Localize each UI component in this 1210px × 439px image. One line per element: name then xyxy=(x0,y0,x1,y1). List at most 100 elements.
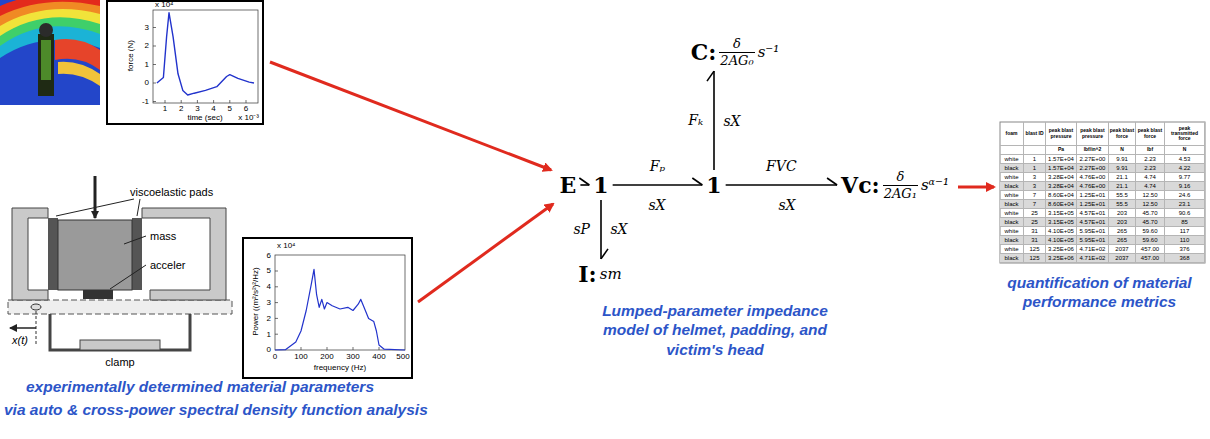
table-cell: peak transmitted force xyxy=(1165,122,1205,146)
table-cell: 45.70 xyxy=(1136,218,1165,227)
table-cell: 9.91 xyxy=(1109,164,1136,173)
inertia-element: I:sm xyxy=(576,260,623,288)
table-cell: 4.10E+05 xyxy=(1046,236,1077,245)
element-symbol: 1 xyxy=(706,173,721,197)
table-cell: 55.5 xyxy=(1109,191,1136,200)
table-cell: white xyxy=(1000,209,1024,218)
table-cell: 3 xyxy=(1024,173,1046,182)
bond-label: Fₖ xyxy=(687,113,704,128)
table-cell: N xyxy=(1165,146,1205,155)
table-cell: 31 xyxy=(1024,236,1046,245)
element-parameter: sᵅ⁻¹ xyxy=(921,177,949,194)
denominator: 2AG₀ xyxy=(719,52,754,69)
annotation: acceler xyxy=(150,259,185,272)
table-frame xyxy=(1000,122,1205,263)
table-cell: Pa xyxy=(1046,146,1077,155)
table-cell: 2037 xyxy=(1109,245,1136,254)
numerator: δ xyxy=(733,36,741,52)
table-cell: 12.50 xyxy=(1136,200,1165,209)
table-cell: 457.00 xyxy=(1136,254,1165,263)
table-cell: 2.23 xyxy=(1136,164,1165,173)
annotation: 1 xyxy=(163,104,167,113)
table-cell: 125 xyxy=(1024,254,1046,263)
table-cell: 4.53 xyxy=(1165,155,1205,164)
annotation: x 10⁴ xyxy=(277,241,296,250)
table-cell: peak blast pressure xyxy=(1046,122,1077,146)
annotation: 2 xyxy=(267,314,271,323)
fraction: δ2AG₀ xyxy=(719,36,754,68)
caption: experimentally determined material param… xyxy=(26,377,374,396)
table-cell: 2.27E+00 xyxy=(1077,155,1109,164)
table-cell: black xyxy=(1000,164,1024,173)
annotation: 4 xyxy=(211,104,215,113)
table-cell: lbf/in^2 xyxy=(1077,146,1109,155)
table-cell-blank xyxy=(1000,146,1024,155)
annotation: force (N) xyxy=(126,40,135,71)
table-cell: N xyxy=(1109,146,1136,155)
table-cell: 8.60E+04 xyxy=(1046,200,1077,209)
table-cell: white xyxy=(1000,155,1024,164)
table-cell: 4.74 xyxy=(1136,182,1165,191)
flow-arrow xyxy=(270,62,994,302)
table-cell: black xyxy=(1000,236,1024,245)
table-cell-blank xyxy=(1024,146,1046,155)
annotation: 3 xyxy=(195,104,199,113)
annotation: viscoelastic pads xyxy=(130,186,213,199)
annotation: 0 xyxy=(145,78,149,87)
annotation: 0 xyxy=(273,352,277,361)
table-cell: peak blast force xyxy=(1136,122,1165,146)
table-cell: 5.95E+01 xyxy=(1077,227,1109,236)
bond-variable: sX xyxy=(777,197,796,213)
annotation: mass xyxy=(150,230,176,243)
table-cell: white xyxy=(1000,191,1024,200)
annotation: -1 xyxy=(142,97,149,106)
table-cell: 25 xyxy=(1024,218,1046,227)
table-cell: 4.76E+00 xyxy=(1077,182,1109,191)
table-cell: 3.25E+06 xyxy=(1046,245,1077,254)
table-cell: 4.10E+05 xyxy=(1046,227,1077,236)
table-cell: 9.77 xyxy=(1165,173,1205,182)
table-cell: 7 xyxy=(1024,200,1046,209)
fraction: δ2AG₁ xyxy=(883,169,918,201)
table-cell: 3.25E+06 xyxy=(1046,254,1077,263)
annotation: 3 xyxy=(145,23,149,32)
table-cell: peak blast pressure xyxy=(1077,122,1109,146)
bond-variable: sX xyxy=(722,113,741,129)
annotation: Power ((m²/s²)²/Hz) xyxy=(250,268,259,336)
table-cell: 5.95E+01 xyxy=(1077,236,1109,245)
table-cell: 110 xyxy=(1165,236,1205,245)
bond-variable: sX xyxy=(647,197,666,213)
table-cell: 25 xyxy=(1024,209,1046,218)
caption: Lumped-parameter impedance model of helm… xyxy=(595,301,835,359)
table-cell: 125 xyxy=(1024,245,1046,254)
table-cell: 1.25E+01 xyxy=(1077,191,1109,200)
table-cell: 85 xyxy=(1165,218,1205,227)
table-cell: 45.70 xyxy=(1136,209,1165,218)
bond-label: Fₚ xyxy=(649,159,666,174)
annotation: 200 xyxy=(320,352,333,361)
table-cell: 376 xyxy=(1165,245,1205,254)
power-bond xyxy=(601,200,608,259)
annotation: 300 xyxy=(346,352,359,361)
annotation: 4 xyxy=(267,282,271,291)
table-cell: white xyxy=(1000,173,1024,182)
table-cell: 265 xyxy=(1109,236,1136,245)
annotation: 1 xyxy=(267,330,271,339)
table-cell: 8.60E+04 xyxy=(1046,191,1077,200)
table-cell: 265 xyxy=(1109,227,1136,236)
effort-source: E xyxy=(558,171,579,199)
annotation: 400 xyxy=(372,352,385,361)
power-bond xyxy=(613,178,703,185)
table-cell: 3.15E+05 xyxy=(1046,209,1077,218)
table-cell: black xyxy=(1000,218,1024,227)
table-cell: black xyxy=(1000,182,1024,191)
annotation: 2 xyxy=(179,104,183,113)
table-cell: 1.25E+01 xyxy=(1077,200,1109,209)
annotation: 0 xyxy=(267,345,271,354)
table-cell: 59.60 xyxy=(1136,236,1165,245)
annotation: 3 xyxy=(267,298,271,307)
table-cell: foam xyxy=(1000,122,1024,146)
table-cell: lbf xyxy=(1136,146,1165,155)
annotation: 5 xyxy=(267,266,271,275)
